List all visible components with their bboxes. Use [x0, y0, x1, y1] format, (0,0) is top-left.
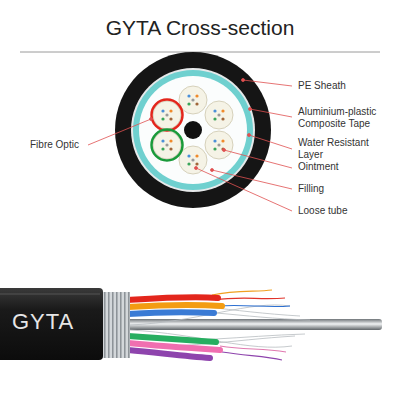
part-label: Aluminium-plastic Composite Tape [298, 106, 396, 129]
cross-section [115, 52, 271, 208]
cable-marking: GYTA [12, 309, 74, 334]
part-label: PE Sheath [298, 80, 396, 92]
leader-lines [88, 79, 292, 212]
part-label: Fibre Optic [30, 139, 79, 151]
diagram-title: GYTA Cross-section [10, 16, 390, 40]
part-label: Loose tube [298, 205, 396, 217]
part-label: Ointment [298, 161, 396, 173]
cable-photo [0, 288, 382, 360]
part-label: Water Resistant Layer [298, 137, 396, 160]
part-label: Filling [298, 183, 396, 195]
